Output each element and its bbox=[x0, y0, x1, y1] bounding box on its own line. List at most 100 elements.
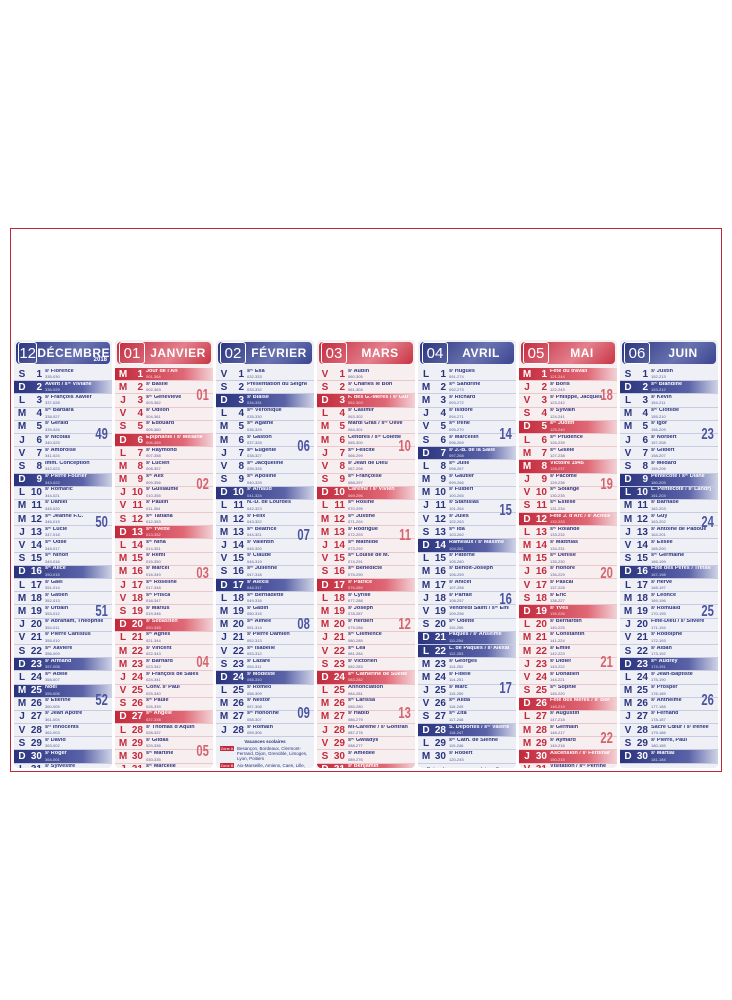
weekday-letter: J bbox=[221, 447, 227, 459]
weekday-letter: M bbox=[219, 513, 229, 525]
day-number: 22 bbox=[434, 645, 446, 657]
weekday-letter: V bbox=[422, 513, 430, 525]
week-number: 19 bbox=[600, 476, 613, 494]
day-number: 16 bbox=[131, 566, 143, 578]
weekday-letter: J bbox=[625, 619, 631, 631]
weekday-letter: M bbox=[623, 685, 633, 697]
day-of-year: 025-340 bbox=[146, 690, 161, 696]
weekday-letter: S bbox=[321, 566, 329, 578]
weekday-letter: V bbox=[18, 724, 26, 736]
day-number: 21 bbox=[333, 632, 345, 644]
weekday-letter: M bbox=[219, 619, 229, 631]
weekday-letter: M bbox=[320, 421, 330, 433]
saint-name: Visitation / sᵗᵉ Perrine151-214 bbox=[550, 764, 607, 768]
day-row: D3F. des G.-Mères / sᵗ Guénolé062-303 bbox=[317, 394, 415, 408]
day-of-year: 056-309 bbox=[247, 690, 262, 696]
weekday-letter: M bbox=[421, 579, 431, 591]
day-number: 22 bbox=[131, 645, 143, 657]
day-number: 5 bbox=[36, 421, 42, 433]
day-number: 25 bbox=[636, 685, 648, 697]
day-number: 3 bbox=[339, 394, 345, 406]
weekday-letter: L bbox=[220, 500, 228, 512]
saint-name: sᵗᵉ Marcelle031-334 bbox=[146, 764, 176, 768]
weekday-letter: V bbox=[18, 447, 26, 459]
weekday-letter: M bbox=[219, 698, 229, 710]
day-of-year: 076-289 bbox=[348, 585, 363, 591]
day-of-year: 344-021 bbox=[45, 492, 60, 498]
day-of-year: 112-253 bbox=[449, 651, 464, 657]
day-number: 13 bbox=[30, 526, 42, 538]
day-number: 17 bbox=[535, 579, 547, 591]
day-of-year: 093-272 bbox=[449, 400, 464, 406]
day-of-year: 175-190 bbox=[651, 677, 666, 683]
day-number: 24 bbox=[30, 671, 42, 683]
day-number: 13 bbox=[232, 526, 244, 538]
day-of-year: 108-257 bbox=[449, 598, 464, 604]
weekday-letter: M bbox=[118, 553, 128, 565]
day-number: 18 bbox=[30, 592, 42, 604]
weekday-letter: V bbox=[220, 368, 228, 380]
day-of-year: 129-236 bbox=[550, 479, 565, 485]
day-of-year: 110-255 bbox=[449, 624, 464, 630]
weekday-letter: S bbox=[523, 500, 531, 512]
weekday-letter: V bbox=[624, 447, 632, 459]
day-number: 13 bbox=[333, 526, 345, 538]
day-number: 22 bbox=[232, 645, 244, 657]
day-number: 1 bbox=[238, 368, 244, 380]
weekday-letter: J bbox=[19, 711, 25, 723]
weekday-letter: M bbox=[421, 566, 431, 578]
weekday-letter: S bbox=[119, 698, 127, 710]
day-of-year: 098-267 bbox=[449, 466, 464, 472]
day-of-year: 171-194 bbox=[651, 624, 666, 630]
day-number: 7 bbox=[541, 447, 547, 459]
weekday-letter: D bbox=[523, 421, 531, 433]
day-of-year: 023-342 bbox=[146, 664, 161, 670]
day-number: 14 bbox=[535, 540, 547, 552]
day-of-year: 357-008 bbox=[45, 664, 60, 670]
day-number: 29 bbox=[434, 737, 446, 749]
day-number: 8 bbox=[36, 460, 42, 472]
day-number: 3 bbox=[541, 394, 547, 406]
month-name: DÉCEMBRE bbox=[37, 346, 110, 360]
